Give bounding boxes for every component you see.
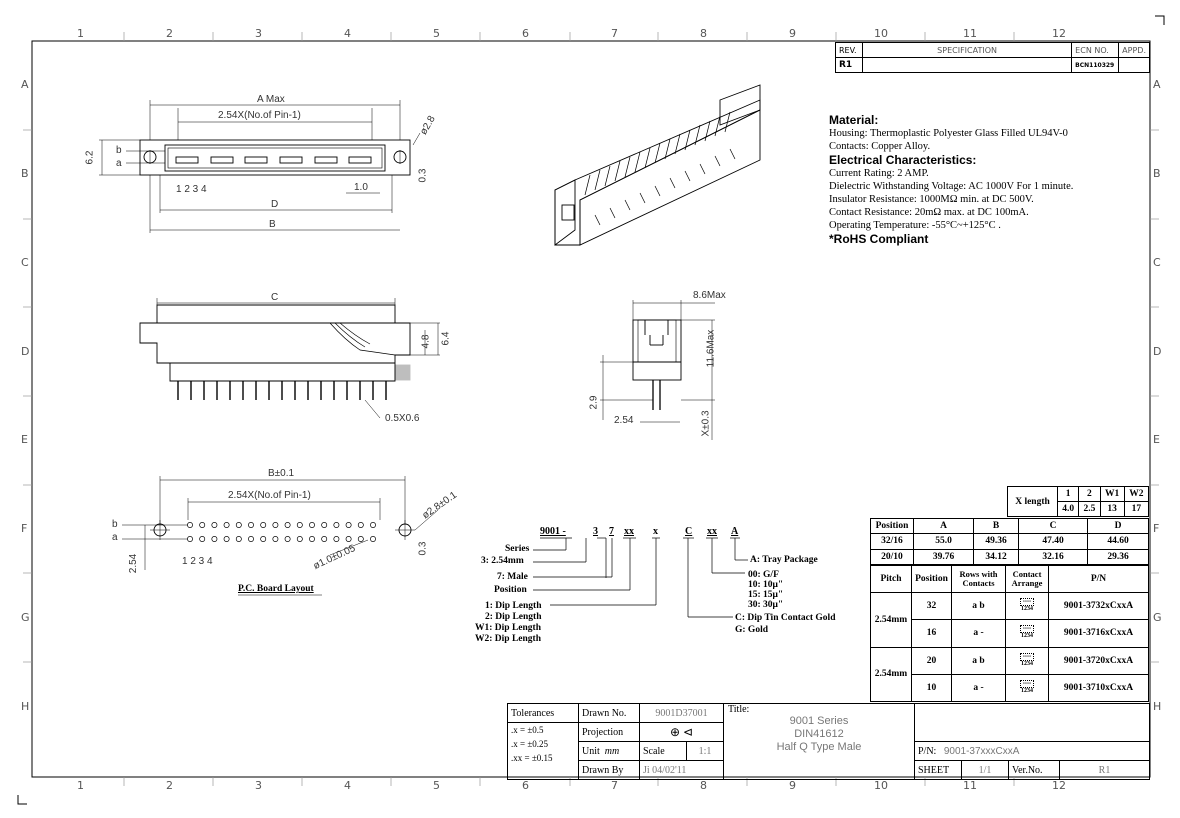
pcb-hole xyxy=(187,536,193,542)
isometric-view xyxy=(554,84,761,246)
pcb-hole xyxy=(370,536,376,542)
contact-arrange-diagram: ▫▫▫▫1234 xyxy=(1005,619,1049,648)
pcb-hole xyxy=(272,536,279,542)
pcb-hole xyxy=(296,536,303,542)
contact-arrange-diagram: ▫▫▫▫1234 xyxy=(1005,673,1049,703)
pcb-hole xyxy=(260,536,267,542)
title-cell: Title: 9001 Series DIN41612 Half Q Type … xyxy=(723,703,915,780)
top-view xyxy=(99,100,421,233)
pcb-hole xyxy=(321,536,328,542)
pcb-hole xyxy=(333,522,340,528)
contact-arrange-diagram: ▫▫▫▫1234 xyxy=(1005,646,1049,675)
pcb-layout-caption: P.C. Board Layout xyxy=(238,584,314,594)
pcb-hole xyxy=(296,522,303,528)
unit-cell: Unit mm xyxy=(578,741,640,761)
pcb-hole xyxy=(333,536,340,542)
dielectric-spec: Dielectric Withstanding Voltage: AC 1000… xyxy=(829,181,1074,192)
electrical-heading: Electrical Characteristics: xyxy=(829,153,977,167)
pcb-hole xyxy=(284,536,291,542)
pcb-hole xyxy=(248,522,254,528)
pcb-hole xyxy=(370,522,376,528)
pcb-hole xyxy=(309,536,315,542)
tolerances-list: .x = ±0.5 .x = ±0.25 .xx = ±0.15 xyxy=(507,722,579,780)
title-block: Tolerances Drawn No. 9001D37001 Title: 9… xyxy=(507,703,1150,780)
side-view xyxy=(139,298,440,419)
temperature-spec: Operating Temperature: -55°C~+125°C . xyxy=(829,220,1001,231)
pcb-hole xyxy=(211,536,218,542)
contact-resistance-spec: Contact Resistance: 20mΩ max. at DC 100m… xyxy=(829,207,1029,218)
pcb-hole xyxy=(272,522,279,528)
pn-cell: P/N: 9001-37xxxCxxA xyxy=(914,741,1150,761)
current-rating: Current Rating: 2 AMP. xyxy=(829,168,929,179)
end-view xyxy=(600,300,715,440)
material-heading: Material: xyxy=(829,113,879,127)
housing-spec: Housing: Thermoplastic Polyester Glass F… xyxy=(829,128,1068,139)
contact-arrange-diagram: ▫▫▫▫1234 xyxy=(1005,591,1049,621)
contacts-spec: Contacts: Copper Alloy. xyxy=(829,141,931,152)
pcb-hole xyxy=(211,522,218,528)
pcb-hole xyxy=(309,522,315,528)
pcb-hole xyxy=(223,522,230,528)
code-leaders xyxy=(533,537,748,618)
pcb-hole xyxy=(345,536,352,542)
pcb-hole xyxy=(199,522,206,528)
pcb-hole xyxy=(235,536,242,542)
pcb-hole xyxy=(345,522,352,528)
insulator-spec: Insulator Resistance: 1000MΩ min. at DC … xyxy=(829,194,1034,205)
pcb-hole xyxy=(357,536,364,542)
pcb-hole xyxy=(357,522,364,528)
pcb-layout xyxy=(122,476,439,596)
revision-block: REV. SPECIFICATION ECN NO. APPD. R1 BCN1… xyxy=(835,42,1150,73)
rohs-note: *RoHS Compliant xyxy=(829,232,929,246)
pcb-hole xyxy=(260,522,267,528)
specification-notes: Material: Housing: Thermoplastic Polyest… xyxy=(829,113,1139,246)
pcb-hole xyxy=(199,536,206,542)
pcb-hole xyxy=(248,536,254,542)
pcb-hole xyxy=(284,522,291,528)
pcb-hole xyxy=(235,522,242,528)
pcb-hole xyxy=(223,536,230,542)
part-number-table: Pitch Position Rows with Contacts Contac… xyxy=(870,565,1149,703)
pcb-hole xyxy=(187,522,193,528)
projection-symbol: ⊕ ⊲ xyxy=(639,722,724,742)
pcb-hole xyxy=(321,522,328,528)
